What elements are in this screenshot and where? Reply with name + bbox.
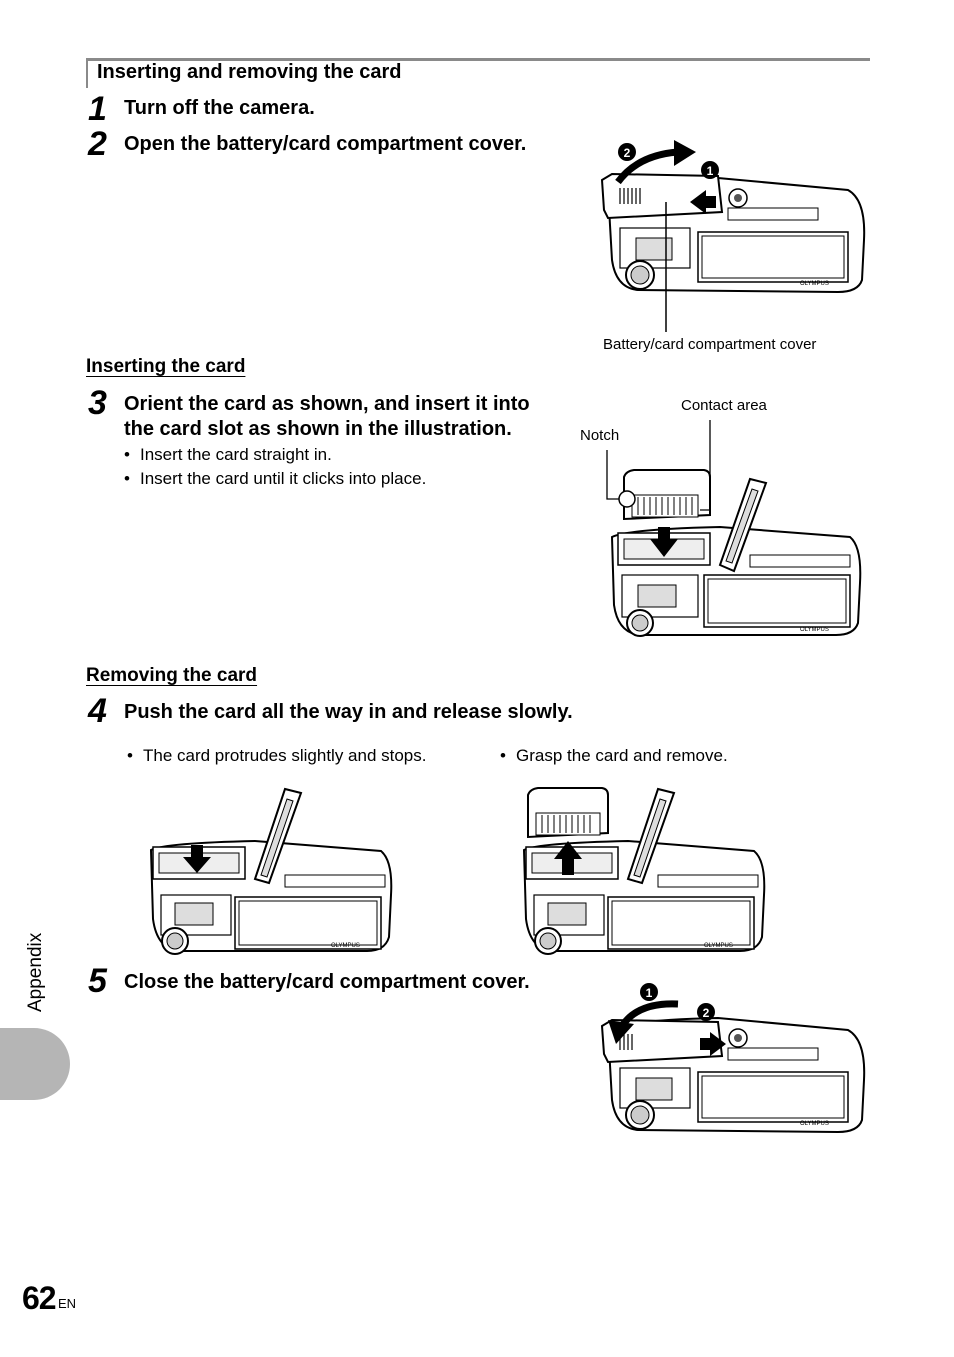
camera-open-cover-illustration: OLYMPUS 2 1 xyxy=(600,140,866,332)
camera-close-cover-illustration: OLYMPUS 1 2 xyxy=(600,983,866,1134)
cover-label: Battery/card compartment cover xyxy=(603,336,817,353)
camera-push-card-illustration: OLYMPUS xyxy=(149,787,393,955)
marker-2: 2 xyxy=(703,1006,710,1020)
step-3-bullet-1: Insert the card straight in. xyxy=(124,444,332,466)
step-3-number: 3 xyxy=(88,384,107,422)
appendix-tab xyxy=(0,1028,70,1100)
marker-2: 2 xyxy=(624,146,631,160)
svg-text:OLYMPUS: OLYMPUS xyxy=(800,1121,829,1127)
svg-text:OLYMPUS: OLYMPUS xyxy=(331,943,360,949)
svg-text:OLYMPUS: OLYMPUS xyxy=(800,627,829,633)
section-title: Inserting and removing the card xyxy=(97,61,402,83)
step-4-bullet-2: Grasp the card and remove. xyxy=(500,745,728,767)
step-4-number: 4 xyxy=(88,692,107,730)
page-number: 62 xyxy=(22,1280,57,1316)
step-1-number: 1 xyxy=(88,90,107,128)
camera-insert-card-illustration: OLYMPUS xyxy=(606,420,862,637)
step-1-text: Turn off the camera. xyxy=(124,97,315,119)
step-2-number: 2 xyxy=(88,125,107,163)
svg-text:OLYMPUS: OLYMPUS xyxy=(704,943,733,949)
camera-remove-card-illustration: OLYMPUS xyxy=(522,787,766,955)
inserting-subtitle: Inserting the card xyxy=(86,356,246,377)
contact-area-label: Contact area xyxy=(681,397,767,414)
step-2-text: Open the battery/card compartment cover. xyxy=(124,133,527,155)
marker-1: 1 xyxy=(707,164,714,178)
step-4-text: Push the card all the way in and release… xyxy=(124,701,573,723)
marker-1: 1 xyxy=(646,986,653,1000)
step-3-text-line1: Orient the card as shown, and insert it … xyxy=(124,393,530,415)
step-4-bullet-1: The card protrudes slightly and stops. xyxy=(127,745,426,767)
page-language: EN xyxy=(58,1296,77,1311)
appendix-label: Appendix xyxy=(25,932,46,1012)
step-5-number: 5 xyxy=(88,962,107,1000)
step-3-bullet-2: Insert the card until it clicks into pla… xyxy=(124,468,426,490)
notch-label: Notch xyxy=(580,427,620,444)
svg-text:OLYMPUS: OLYMPUS xyxy=(800,281,829,287)
step-5-text: Close the battery/card compartment cover… xyxy=(124,971,530,993)
removing-subtitle: Removing the card xyxy=(86,665,258,686)
step-3-text-line2: the card slot as shown in the illustrati… xyxy=(124,418,512,440)
header-rule xyxy=(86,58,870,61)
header-rule-left xyxy=(86,58,88,88)
